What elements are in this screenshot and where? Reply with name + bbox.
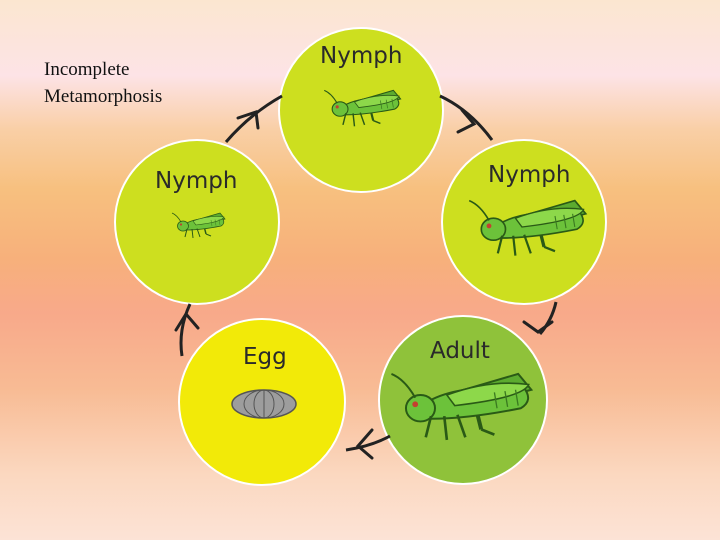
- stage-label-top-nymph: Nymph: [320, 43, 402, 69]
- stage-label-right-nymph: Nymph: [488, 162, 570, 188]
- stage-label-adult: Adult: [430, 338, 490, 364]
- arrow-left-to-top: [224, 94, 283, 143]
- stage-label-egg: Egg: [243, 344, 287, 370]
- arrowhead-adult-to-egg: [355, 428, 374, 460]
- arrowhead-top-to-right: [456, 108, 477, 134]
- arrow-egg-to-left: [179, 303, 192, 357]
- egg-image: [231, 389, 297, 419]
- stage-label-left-nymph: Nymph: [155, 168, 237, 194]
- arrow-right-to-adult: [538, 301, 558, 335]
- arrow-adult-to-egg: [345, 434, 391, 452]
- arrowhead-right-to-adult: [522, 320, 554, 334]
- arrowhead-left-to-top: [236, 109, 260, 130]
- arrowhead-egg-to-left: [174, 311, 200, 332]
- arrow-top-to-right: [439, 94, 494, 141]
- diagram-title: Incomplete Metamorphosis: [44, 59, 163, 107]
